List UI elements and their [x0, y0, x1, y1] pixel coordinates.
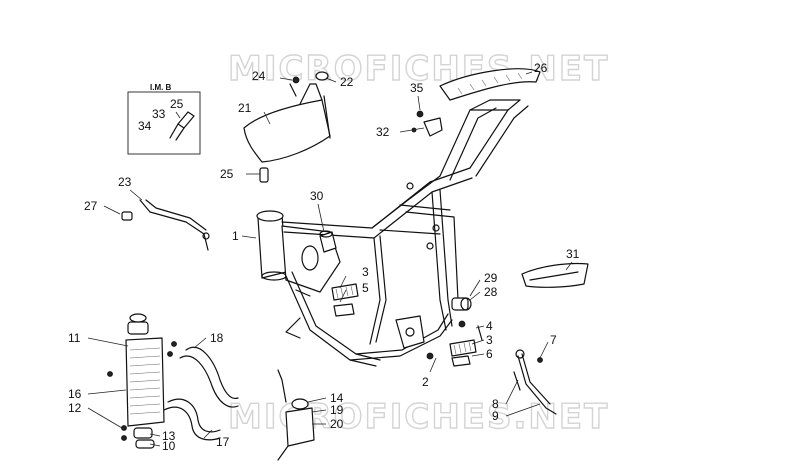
- watermark-top: MICROFICHES.NET: [228, 49, 609, 89]
- part-3-footrest-left: [331, 283, 359, 317]
- part-3-footrest-right: [426, 325, 483, 367]
- callout-29: 29: [484, 271, 498, 285]
- part-28-29-spacers: [451, 297, 472, 328]
- callout-19: 19: [330, 403, 344, 417]
- part-20-expansion-tank: [277, 369, 315, 461]
- part-10-13-clamps: [121, 425, 155, 449]
- callout-13: 13: [162, 429, 176, 443]
- leader-lines: [87, 71, 573, 447]
- callout-8: 8: [492, 397, 499, 411]
- part-9-side-stand: [513, 349, 557, 415]
- inset-box: I.M. B: [127, 83, 201, 155]
- callout-24: 24: [252, 69, 266, 83]
- inset-label: I.M. B: [150, 83, 172, 92]
- callout-14: 14: [330, 391, 344, 405]
- callout-34: 34: [138, 119, 152, 133]
- part-30-bushing: [319, 230, 337, 253]
- part-17-hose: [163, 398, 221, 441]
- part-26-seat-base: [439, 68, 541, 101]
- callout-4: 4: [486, 319, 493, 333]
- callout-31: 31: [566, 247, 580, 261]
- callout-20: 20: [330, 417, 344, 431]
- callout-26: 26: [534, 61, 548, 75]
- callout-3-right: 3: [486, 333, 493, 347]
- callout-11: 11: [68, 331, 81, 345]
- part-25-clip: [259, 167, 269, 183]
- callout-12: 12: [68, 401, 82, 415]
- callout-25-inset: 25: [170, 97, 184, 111]
- callout-1: 1: [232, 229, 239, 243]
- callout-33: 33: [152, 107, 166, 121]
- part-23-bracket: [121, 199, 210, 251]
- callout-28: 28: [484, 285, 498, 299]
- callout-35: 35: [410, 81, 424, 95]
- part-35-32-bolt-bracket: [411, 110, 443, 137]
- callout-7: 7: [550, 333, 557, 347]
- part-31-mat: [521, 262, 589, 288]
- callouts: 1 2 3 3 4 5 6 7 8 9 10 11 12 13 14 16 17…: [68, 61, 580, 453]
- callout-22: 22: [340, 75, 354, 89]
- watermark-bottom: MICROFICHES.NET: [228, 397, 609, 437]
- frame: [256, 99, 529, 367]
- callout-5: 5: [362, 281, 369, 295]
- callout-27: 27: [84, 199, 98, 213]
- callout-3-left: 3: [362, 265, 369, 279]
- callout-21: 21: [238, 101, 252, 115]
- part-18-hose: [179, 346, 239, 408]
- callout-30: 30: [310, 189, 324, 203]
- callout-18: 18: [210, 331, 224, 345]
- callout-10: 10: [162, 439, 176, 453]
- part-16-radiator: [107, 313, 177, 427]
- callout-9: 9: [492, 409, 499, 423]
- callout-2: 2: [422, 375, 429, 389]
- callout-23: 23: [118, 175, 132, 189]
- callout-16: 16: [68, 387, 82, 401]
- callout-6: 6: [486, 347, 493, 361]
- callout-17: 17: [216, 435, 230, 449]
- callout-32: 32: [376, 125, 390, 139]
- callout-25: 25: [220, 167, 234, 181]
